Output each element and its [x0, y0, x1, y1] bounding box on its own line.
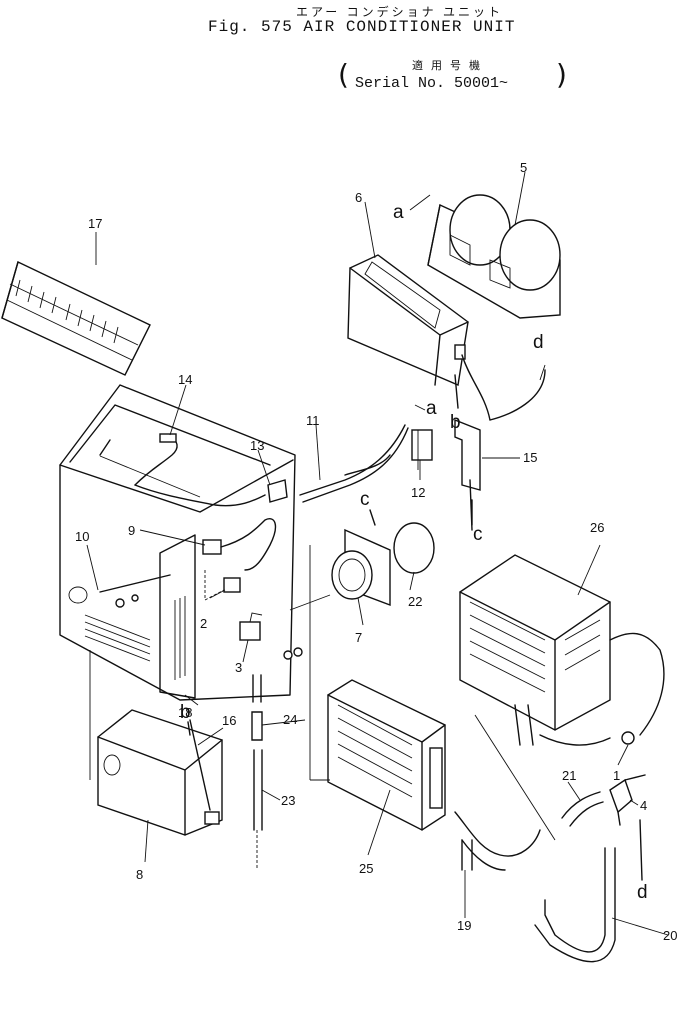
label-part-12: 12	[411, 485, 425, 500]
part-7-motor	[331, 528, 391, 607]
part-19-hose	[454, 811, 541, 871]
part-2-relay	[204, 570, 241, 601]
label-part-6: 6	[355, 190, 362, 205]
label-part-9: 9	[128, 523, 135, 538]
wiring-duct-to-bracket	[461, 354, 546, 421]
connector-a-top: a	[393, 202, 404, 223]
part-25-heater-core	[327, 679, 446, 831]
part-18-control-panel	[159, 534, 196, 699]
label-part-13: 13	[250, 438, 264, 453]
part-14-wire-harness	[134, 433, 266, 507]
label-part-7: 7	[355, 630, 362, 645]
part-4-valve	[609, 774, 646, 826]
label-part-17: 17	[88, 216, 102, 231]
label-part-15: 15	[523, 450, 537, 465]
figure-title: Fig. 575 AIR CONDITIONER UNIT	[208, 18, 516, 36]
part-9-switch	[202, 518, 277, 571]
serial-bracket-close: )	[556, 58, 567, 91]
label-part-20: 20	[663, 928, 677, 943]
label-part-26: 26	[590, 520, 604, 535]
part-20-hose	[534, 847, 616, 963]
serial-japanese-label: 適用号機	[412, 60, 488, 72]
part-23-24-drain-hose	[251, 674, 263, 870]
label-part-22: 22	[408, 594, 422, 609]
label-part-18: 18	[178, 705, 192, 720]
label-part-5: 5	[520, 160, 527, 175]
part-3-resistor	[239, 612, 263, 641]
japanese-title: エアー コンデショナ ユニット	[296, 5, 503, 19]
label-part-16: 16	[222, 713, 236, 728]
label-part-21: 21	[562, 768, 576, 783]
part-6-duct	[347, 254, 469, 386]
label-part-24: 24	[283, 712, 297, 727]
leader-lines	[86, 171, 669, 936]
main-unit-housing	[59, 384, 296, 701]
label-part-2: 2	[200, 616, 207, 631]
part-22-gasket	[393, 522, 435, 574]
part-10-thermostat	[99, 574, 303, 660]
connector-b-drain-pan: b	[180, 702, 191, 723]
connector-c-motor: c	[360, 489, 370, 510]
part-26-evaporator	[459, 554, 665, 745]
label-part-14: 14	[178, 372, 192, 387]
evaporator-pipes	[514, 704, 611, 746]
part-21-hose	[561, 791, 604, 827]
label-part-23: 23	[281, 793, 295, 808]
part-17-louver	[1, 261, 151, 376]
connector-a-harness: a	[426, 398, 437, 419]
serial-bracket-open: (	[338, 58, 349, 91]
part-11-harness	[299, 424, 409, 503]
part-13-relay	[267, 479, 288, 503]
label-part-25: 25	[359, 861, 373, 876]
label-part-3: 3	[235, 660, 242, 675]
connector-leads	[187, 194, 643, 881]
label-part-4: 4	[640, 798, 647, 813]
label-part-19: 19	[457, 918, 471, 933]
label-part-10: 10	[75, 529, 89, 544]
label-part-8: 8	[136, 867, 143, 882]
label-part-1: 1	[613, 768, 620, 783]
part-16-wire	[189, 719, 211, 811]
part-12-sensor	[411, 429, 433, 470]
label-part-11: 11	[306, 413, 320, 428]
part-15-bracket	[454, 418, 481, 531]
connector-b-duct: b	[450, 412, 461, 433]
part-8-drain-pan	[97, 709, 223, 836]
connector-d-valve: d	[637, 882, 648, 903]
serial-number-label: Serial No. 50001~	[355, 75, 509, 92]
connector-d-blower: d	[533, 332, 544, 353]
part-5-blower	[427, 194, 561, 319]
connector-c-bracket: c	[473, 524, 483, 545]
